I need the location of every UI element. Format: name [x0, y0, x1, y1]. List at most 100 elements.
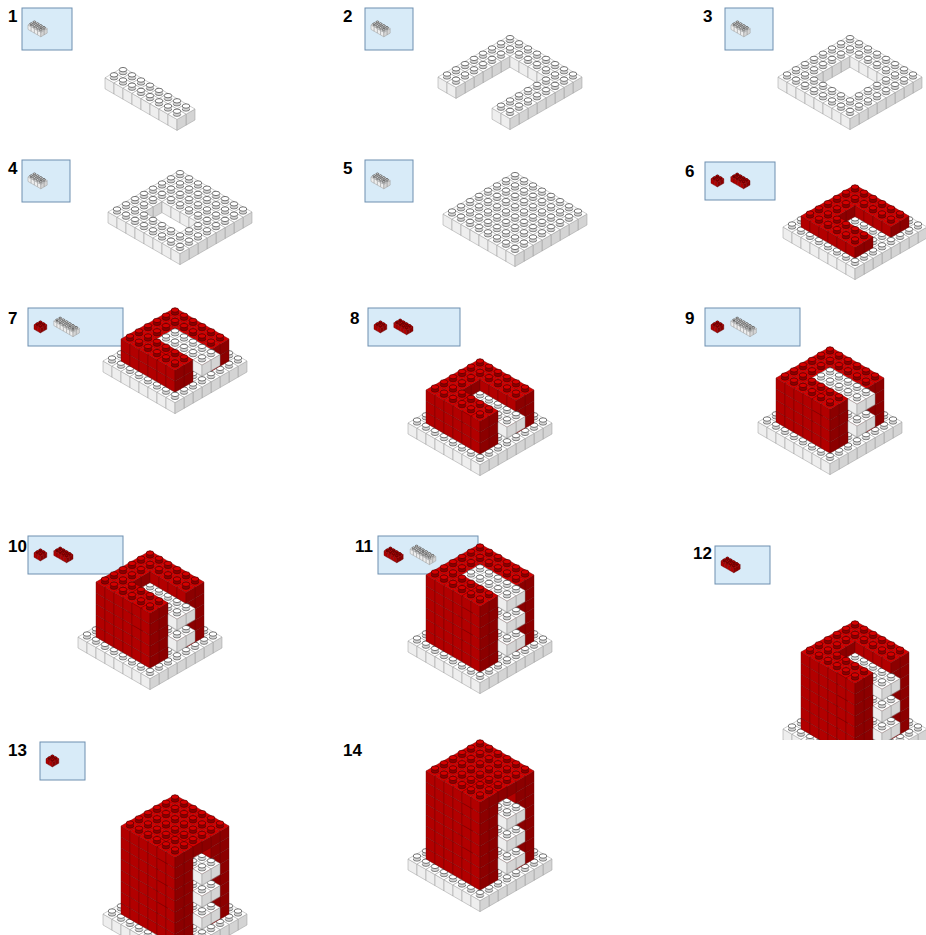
- brick-stud: [62, 319, 65, 321]
- step-model: [108, 170, 252, 264]
- brick-stud: [502, 209, 510, 213]
- brick-stud: [396, 321, 399, 323]
- brick-stud: [736, 25, 739, 27]
- brick-stud: [418, 551, 421, 553]
- brick-stud: [457, 214, 465, 218]
- brick-stud: [736, 563, 739, 565]
- brick-stud: [158, 181, 166, 185]
- brick-stud: [529, 224, 537, 228]
- brick-stud: [402, 325, 405, 327]
- brick-stud: [48, 757, 51, 759]
- brick-stud: [538, 230, 546, 234]
- brick-stud: [887, 216, 895, 220]
- brick-stud: [36, 27, 39, 29]
- brick-stud: [736, 173, 739, 175]
- brick-stud: [461, 72, 469, 76]
- brick-stud: [43, 27, 46, 29]
- brick-stud: [158, 191, 166, 195]
- brick-stud: [448, 209, 456, 213]
- brick-stud: [788, 222, 796, 226]
- brick-stud: [887, 206, 895, 210]
- brick-stud: [891, 72, 899, 76]
- brick-stud: [819, 61, 827, 65]
- brick-stud: [497, 51, 505, 55]
- brick-stud: [909, 72, 917, 76]
- brick-stud: [131, 217, 139, 221]
- brick-stud: [864, 98, 872, 102]
- brick-stud: [212, 222, 220, 226]
- brick-stud: [59, 317, 62, 319]
- brick-stud: [506, 108, 514, 112]
- brick-stud: [475, 224, 483, 228]
- brick-stud: [212, 202, 220, 206]
- brick-stud: [891, 61, 899, 65]
- brick-stud: [484, 209, 492, 213]
- brick-stud: [851, 226, 859, 230]
- brick-stud: [547, 224, 555, 228]
- brick-stud: [68, 326, 71, 328]
- brick-stud: [551, 72, 559, 76]
- brick-stud: [493, 224, 501, 228]
- brick-stud: [733, 319, 736, 321]
- brick-stud: [723, 559, 726, 561]
- brick-stud: [851, 258, 859, 262]
- brick-stud: [68, 323, 71, 325]
- brick-stud: [42, 323, 45, 325]
- brick-stud: [119, 67, 127, 71]
- brick-stud: [140, 191, 148, 195]
- brick-stud: [742, 28, 745, 30]
- brick-stud: [524, 87, 532, 91]
- brick-stud: [878, 200, 886, 204]
- brick-stud: [749, 325, 752, 327]
- brick-stud: [146, 93, 154, 97]
- brick-stud: [882, 77, 890, 81]
- parts-callout: [368, 308, 460, 346]
- brick-stud: [239, 207, 247, 211]
- brick-stud: [185, 186, 193, 190]
- model-renders: [78, 35, 926, 935]
- parts-callout: [28, 308, 123, 346]
- brick-stud: [405, 323, 408, 325]
- brick-stud: [399, 553, 402, 555]
- brick-stud: [149, 217, 157, 221]
- brick-stud: [131, 196, 139, 200]
- brick-stud: [155, 88, 163, 92]
- brick-stud: [873, 93, 881, 97]
- brick-stud: [729, 563, 732, 565]
- brick-stud: [864, 87, 872, 91]
- brick-stud: [185, 207, 193, 211]
- brick-stud: [428, 556, 431, 558]
- brick-stud: [110, 73, 118, 77]
- brick-stud: [475, 214, 483, 218]
- brick-stud: [511, 224, 519, 228]
- brick-stud: [33, 21, 36, 23]
- brick-stud: [882, 56, 890, 60]
- brick-stud: [75, 326, 78, 328]
- brick-stud: [533, 93, 541, 97]
- brick-stud: [194, 233, 202, 237]
- brick-stud: [873, 82, 881, 86]
- brick-stud: [30, 175, 33, 177]
- brick-stud: [851, 185, 859, 189]
- brick-stud: [828, 56, 836, 60]
- brick-stud: [914, 222, 922, 226]
- brick-stud: [511, 172, 519, 176]
- brick-stud: [39, 25, 42, 27]
- brick-stud: [39, 553, 42, 555]
- brick-stud: [466, 219, 474, 223]
- brick-stud: [520, 198, 528, 202]
- brick-stud: [493, 204, 501, 208]
- parts-callout: [28, 536, 123, 574]
- brick-stud: [33, 177, 36, 179]
- brick-stud: [176, 181, 184, 185]
- brick-stud: [39, 177, 42, 179]
- brick-stud: [506, 98, 514, 102]
- brick-stud: [819, 82, 827, 86]
- brick-stud: [42, 551, 45, 553]
- brick-stud: [520, 219, 528, 223]
- brick-stud: [62, 549, 65, 551]
- brick-stud: [376, 21, 379, 23]
- brick-stud: [36, 23, 39, 25]
- brick-stud: [878, 211, 886, 215]
- brick-stud: [732, 561, 735, 563]
